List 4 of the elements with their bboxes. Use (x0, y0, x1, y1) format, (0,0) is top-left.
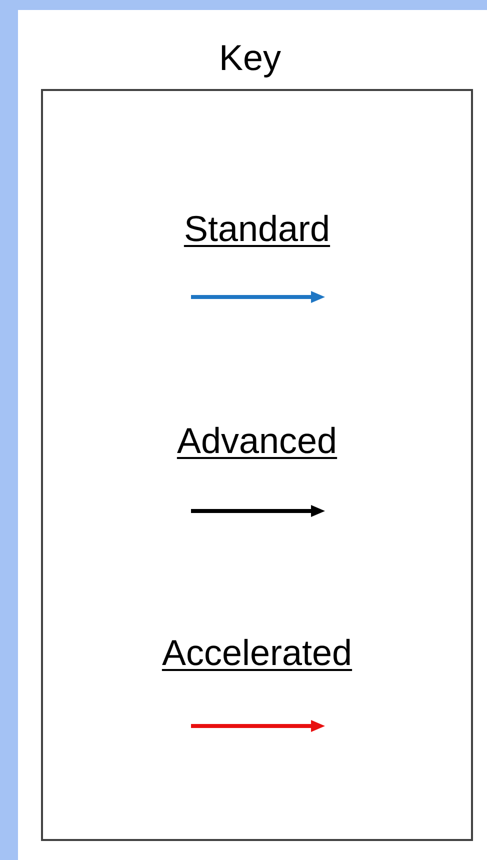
legend-label: Standard (184, 208, 330, 249)
legend-label: Accelerated (162, 632, 352, 673)
legend-label: Advanced (176, 420, 338, 461)
legend-title: Key (218, 38, 282, 78)
